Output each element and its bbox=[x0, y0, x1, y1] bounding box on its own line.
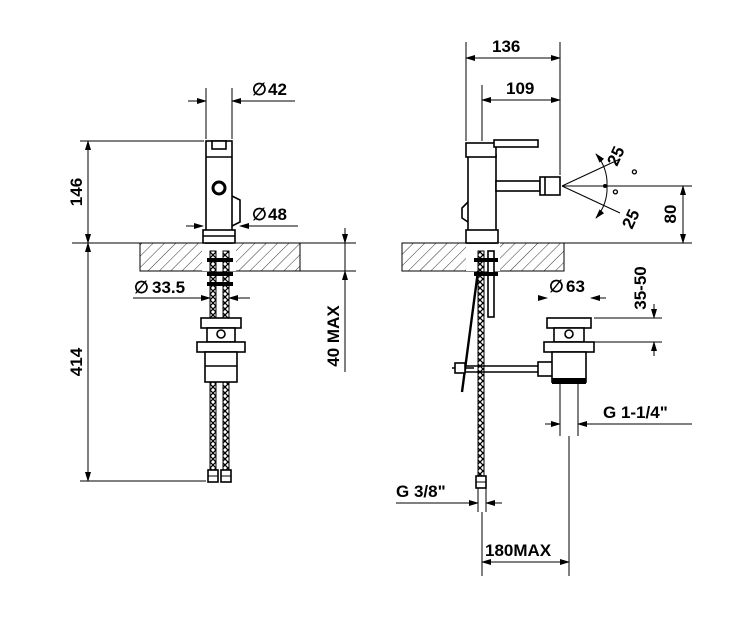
dimension-146: 146 bbox=[67, 178, 86, 206]
thread-g-3-8: G 3/8" bbox=[396, 482, 446, 501]
dimension-35-50: 35-50 bbox=[631, 266, 650, 309]
dimension-63: 63 bbox=[566, 277, 585, 296]
side-view: 136 109 25 ° 25 ° 80 ∅ 63 35-50 bbox=[396, 37, 692, 576]
diameter-symbol-48: ∅ bbox=[252, 205, 267, 224]
drain-assembly bbox=[196, 317, 246, 383]
dimension-136: 136 bbox=[492, 37, 520, 56]
front-view: ∅ 42 ∅ 48 ∅ 33.5 146 414 40 MAX bbox=[67, 80, 356, 483]
dimension-80: 80 bbox=[661, 205, 680, 224]
faucet-body-side bbox=[467, 154, 497, 244]
diameter-symbol-42: ∅ bbox=[252, 80, 267, 99]
supply-hose-side bbox=[477, 250, 485, 477]
spray-nozzle bbox=[539, 176, 561, 196]
handle-cap bbox=[465, 142, 497, 158]
lift-rod bbox=[460, 270, 480, 393]
spout bbox=[495, 180, 541, 192]
diameter-symbol-33-5: ∅ bbox=[134, 278, 149, 297]
dimension-42: 42 bbox=[268, 80, 287, 99]
countertop-hole bbox=[202, 243, 236, 271]
dimension-180-max: 180MAX bbox=[485, 541, 552, 560]
handle-lever bbox=[493, 139, 539, 148]
dimension-414: 414 bbox=[67, 347, 86, 376]
drain-assembly-side bbox=[543, 317, 595, 392]
angle-degree-bottom: ° bbox=[612, 186, 619, 205]
popup-rod bbox=[487, 250, 495, 318]
dimension-109: 109 bbox=[506, 79, 534, 98]
dimension-40-max: 40 MAX bbox=[324, 305, 343, 367]
dimension-33-5: 33.5 bbox=[152, 278, 185, 297]
diameter-symbol-63: ∅ bbox=[549, 277, 564, 296]
thread-g-1-1-4: G 1-1/4" bbox=[603, 403, 668, 422]
dimension-48: 48 bbox=[268, 205, 287, 224]
angle-degree-top: ° bbox=[631, 166, 638, 185]
angle-25-bottom: 25 bbox=[618, 207, 643, 232]
